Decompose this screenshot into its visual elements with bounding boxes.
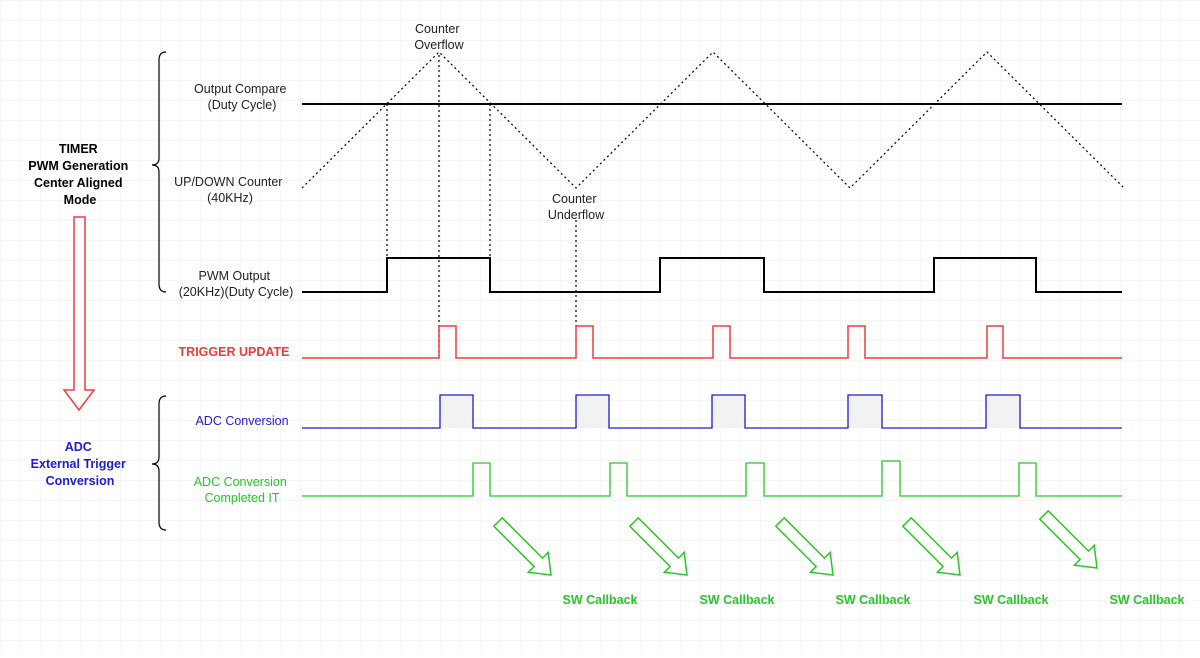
counter-underflow-label: Counter Underflow [548,192,605,222]
sw-callback-label: SW Callback [835,593,910,607]
timer-brace [151,51,167,293]
callback-arrow-icon [774,516,834,576]
adc-conversion-pulse [576,395,609,428]
adc-completed-waveform [302,460,1122,497]
pwm-waveform [302,257,1122,293]
adc-conversion-pulse [440,395,473,428]
trigger-update-label: TRIGGER UPDATE [179,345,290,359]
adc-brace [151,395,167,531]
adc-group-label: ADC External Trigger Conversion [31,440,130,488]
adc-conversion-fills [440,395,1020,428]
counter-label: UP/DOWN Counter (40KHz) [174,175,286,205]
adc-completed-label: ADC Conversion Completed IT [194,475,291,505]
callback-arrow-icon [492,516,552,576]
adc-conversion-pulse [986,395,1020,428]
trigger-update-waveform [302,325,1122,359]
sw-callback-label: SW Callback [699,593,774,607]
counter-waveform [301,51,1125,189]
pwm-output-label: PWM Output (20KHz)(Duty Cycle) [179,269,294,299]
timer-to-adc-arrow [62,216,96,412]
counter-overflow-label: Counter Overflow [414,22,464,52]
callback-arrow-icon [1038,509,1098,569]
sw-callback-label: SW Callback [973,593,1048,607]
callback-arrow-icon [901,516,961,576]
callback-arrow-icon [628,516,688,576]
output-compare-label: Output Compare (Duty Cycle) [194,82,290,112]
callback-arrows [492,509,1098,576]
adc-conversion-label: ADC Conversion [195,414,288,428]
adc-conversion-waveform [302,394,1122,429]
adc-conversion-pulse [712,395,745,428]
adc-conversion-pulse [848,395,882,428]
sw-callback-label: SW Callback [1109,593,1184,607]
callback-labels: SW Callback SW Callback SW Callback SW C… [562,593,1184,607]
sw-callback-label: SW Callback [562,593,637,607]
timer-group-label: TIMER PWM Generation Center Aligned Mode [28,142,132,207]
guide-lines [386,55,577,358]
